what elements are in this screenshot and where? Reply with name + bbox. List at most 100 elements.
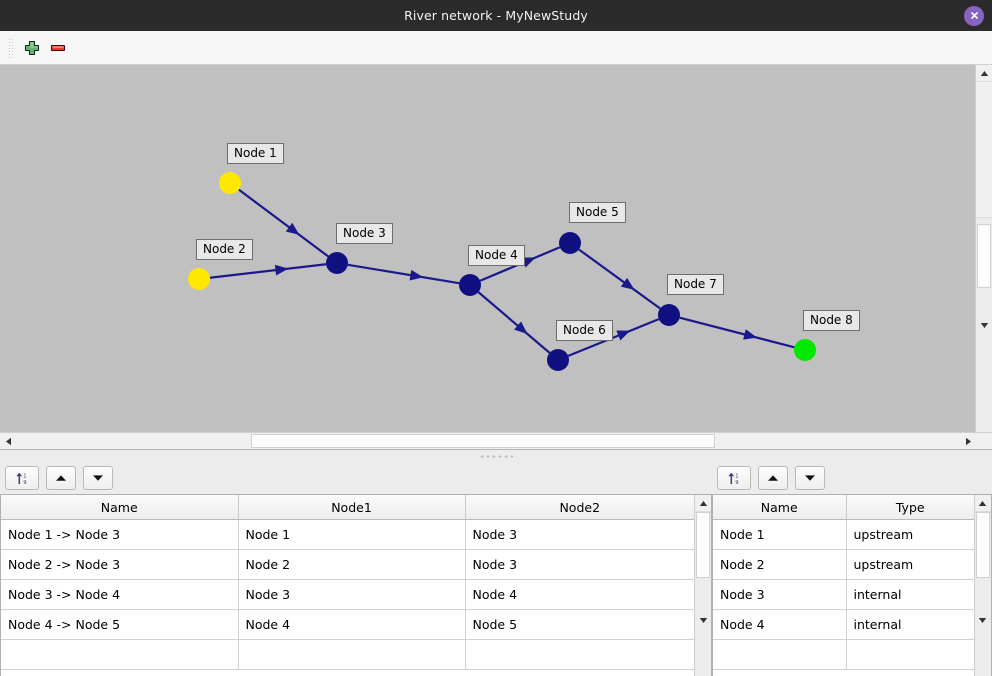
table-cell[interactable]: Node 1 xyxy=(713,519,847,550)
nodes-vertical-scrollbar[interactable] xyxy=(973,495,991,676)
graph-edge[interactable] xyxy=(679,316,795,349)
table-cell[interactable] xyxy=(465,639,694,670)
toolbar-grip[interactable] xyxy=(8,37,13,58)
graph-horizontal-scrollbar[interactable] xyxy=(0,432,992,449)
table-cell[interactable]: Node 3 xyxy=(465,549,694,580)
close-window-button[interactable] xyxy=(964,5,984,26)
column-header[interactable]: Name xyxy=(713,495,847,520)
column-header[interactable]: Type xyxy=(846,495,974,520)
table-cell[interactable]: Node 4 -> Node 5 xyxy=(1,609,239,640)
graph-node-label-node-1[interactable]: Node 1 xyxy=(227,143,284,164)
table-cell[interactable]: Node 5 xyxy=(465,609,694,640)
graph-node-node-2[interactable] xyxy=(188,268,210,290)
nodes-sort-button[interactable]: 1 9 xyxy=(717,466,751,490)
remove-node-button[interactable] xyxy=(45,35,71,61)
nodes-toolbar: 1 9 xyxy=(712,462,992,494)
graph-node-node-8[interactable] xyxy=(794,339,816,361)
table-cell[interactable]: Node 2 xyxy=(713,549,847,580)
graph-node-node-5[interactable] xyxy=(559,232,581,254)
table-cell[interactable]: Node 3 xyxy=(238,579,466,610)
graph-node-label-node-5[interactable]: Node 5 xyxy=(569,202,626,223)
nodes-move-down-button[interactable] xyxy=(795,466,825,490)
graph-edge[interactable] xyxy=(567,318,660,357)
table-cell[interactable]: Node 4 xyxy=(713,609,847,640)
svg-text:1: 1 xyxy=(735,473,738,479)
table-cell[interactable]: internal xyxy=(846,579,974,610)
table-cell[interactable] xyxy=(713,639,847,670)
panel-splitter[interactable] xyxy=(0,449,992,462)
table-cell[interactable]: Node 3 xyxy=(713,579,847,610)
reaches-move-up-button[interactable] xyxy=(46,466,76,490)
table-cell[interactable]: upstream xyxy=(846,519,974,550)
table-row-empty[interactable] xyxy=(1,639,694,670)
graph-node-label-node-7[interactable]: Node 7 xyxy=(667,274,724,295)
graph-hscroll-thumb[interactable] xyxy=(251,434,715,448)
column-header[interactable]: Name xyxy=(1,495,239,520)
graph-node-node-7[interactable] xyxy=(658,304,680,326)
graph-edge[interactable] xyxy=(238,188,329,258)
table-cell[interactable]: Node 1 -> Node 3 xyxy=(1,519,239,550)
scroll-right-button[interactable] xyxy=(960,433,976,449)
graph-vscroll-thumb[interactable] xyxy=(977,224,991,288)
main-toolbar xyxy=(0,31,992,65)
table-cell[interactable]: Node 1 xyxy=(238,519,466,550)
graph-node-node-6[interactable] xyxy=(547,349,569,371)
graph-edge[interactable] xyxy=(477,291,551,354)
table-cell[interactable] xyxy=(846,639,974,670)
graph-edge[interactable] xyxy=(209,263,327,279)
graph-node-label-node-3[interactable]: Node 3 xyxy=(336,223,393,244)
graph-edge[interactable] xyxy=(578,248,661,310)
graph-vscroll-track[interactable] xyxy=(976,82,992,288)
table-cell[interactable]: Node 2 -> Node 3 xyxy=(1,549,239,580)
graph-node-label-node-6[interactable]: Node 6 xyxy=(556,320,613,341)
river-network-graph[interactable]: Node 1 Node 2 Node 3 Node 4 Node 5 Node 6 Node… xyxy=(0,65,975,432)
reaches-move-down-button[interactable] xyxy=(83,466,113,490)
scroll-left-button[interactable] xyxy=(0,433,16,449)
nodes-scroll-up-button[interactable] xyxy=(974,495,991,512)
sort-ascending-icon: 1 9 xyxy=(727,472,738,486)
graph-edge-arrow xyxy=(743,329,758,340)
reaches-vertical-scrollbar[interactable] xyxy=(694,495,711,676)
graph-node-node-3[interactable] xyxy=(326,252,348,274)
column-header[interactable]: Node2 xyxy=(465,495,694,520)
table-cell[interactable]: Node 4 xyxy=(465,579,694,610)
column-header[interactable]: Node1 xyxy=(238,495,466,520)
table-cell[interactable]: Node 4 xyxy=(238,609,466,640)
table-cell[interactable]: Node 3 -> Node 4 xyxy=(1,579,239,610)
table-cell[interactable] xyxy=(1,639,239,670)
graph-node-label-node-2[interactable]: Node 2 xyxy=(196,239,253,260)
table-row-empty[interactable] xyxy=(713,639,974,670)
nodes-pane: 1 9 xyxy=(712,462,992,676)
window-title: River network - MyNewStudy xyxy=(404,8,588,23)
add-node-button[interactable] xyxy=(19,35,45,61)
table-cell[interactable] xyxy=(238,639,466,670)
chevron-down-icon xyxy=(980,322,988,328)
graph-node-label-node-8[interactable]: Node 8 xyxy=(803,310,860,331)
nodes-vscroll-thumb[interactable] xyxy=(975,512,990,578)
graph-vertical-scrollbar[interactable] xyxy=(975,65,992,432)
nodes-move-up-button[interactable] xyxy=(758,466,788,490)
svg-text:9: 9 xyxy=(735,480,738,486)
reaches-sort-button[interactable]: 1 9 xyxy=(5,466,39,490)
graph-node-node-4[interactable] xyxy=(459,274,481,296)
table-cell[interactable]: Node 3 xyxy=(465,519,694,550)
graph-hscroll-track[interactable] xyxy=(16,433,960,449)
graph-edge[interactable] xyxy=(347,263,460,285)
graph-node-label-node-4[interactable]: Node 4 xyxy=(468,245,525,266)
graph-node-node-1[interactable] xyxy=(219,172,241,194)
scroll-up-button[interactable] xyxy=(976,65,992,82)
reaches-vscroll-thumb[interactable] xyxy=(696,512,710,578)
table-cell[interactable]: upstream xyxy=(846,549,974,580)
reaches-scroll-up-button[interactable] xyxy=(695,495,711,512)
table-cell[interactable]: internal xyxy=(846,609,974,640)
table-cell[interactable]: Node 2 xyxy=(238,549,466,580)
